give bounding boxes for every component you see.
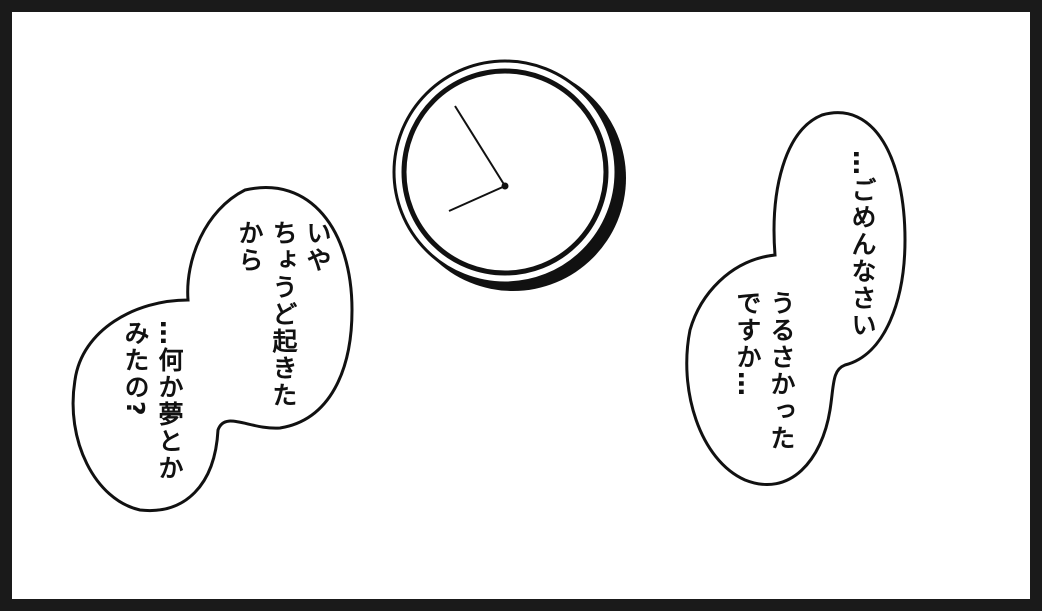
wall-clock-icon bbox=[392, 59, 626, 291]
clock-hour-hand bbox=[448, 185, 506, 212]
dialogue-left-top: いや ちょうど起きた から bbox=[232, 220, 334, 460]
dialogue-line: …何か夢とか bbox=[155, 320, 184, 482]
dialogue-right-top: …ごめんなさい bbox=[845, 150, 879, 350]
clock-minute-hand bbox=[454, 105, 506, 187]
speech-bubble-right bbox=[685, 111, 907, 486]
dialogue-line: から bbox=[235, 220, 264, 274]
dialogue-line: ちょうど起きた bbox=[269, 220, 298, 409]
clock-center-pin bbox=[501, 182, 509, 190]
speech-bubble-left bbox=[71, 186, 354, 513]
dialogue-line: …ごめんなさい bbox=[848, 150, 877, 339]
dialogue-line: ですか… bbox=[733, 290, 762, 398]
dialogue-line: うるさかった bbox=[767, 290, 796, 452]
dialogue-line: みたの? bbox=[121, 320, 150, 418]
dialogue-left-bottom: …何か夢とか みたの? bbox=[118, 320, 186, 510]
dialogue-line: いや bbox=[303, 220, 332, 274]
dialogue-right-bottom: うるさかった ですか… bbox=[730, 290, 798, 480]
